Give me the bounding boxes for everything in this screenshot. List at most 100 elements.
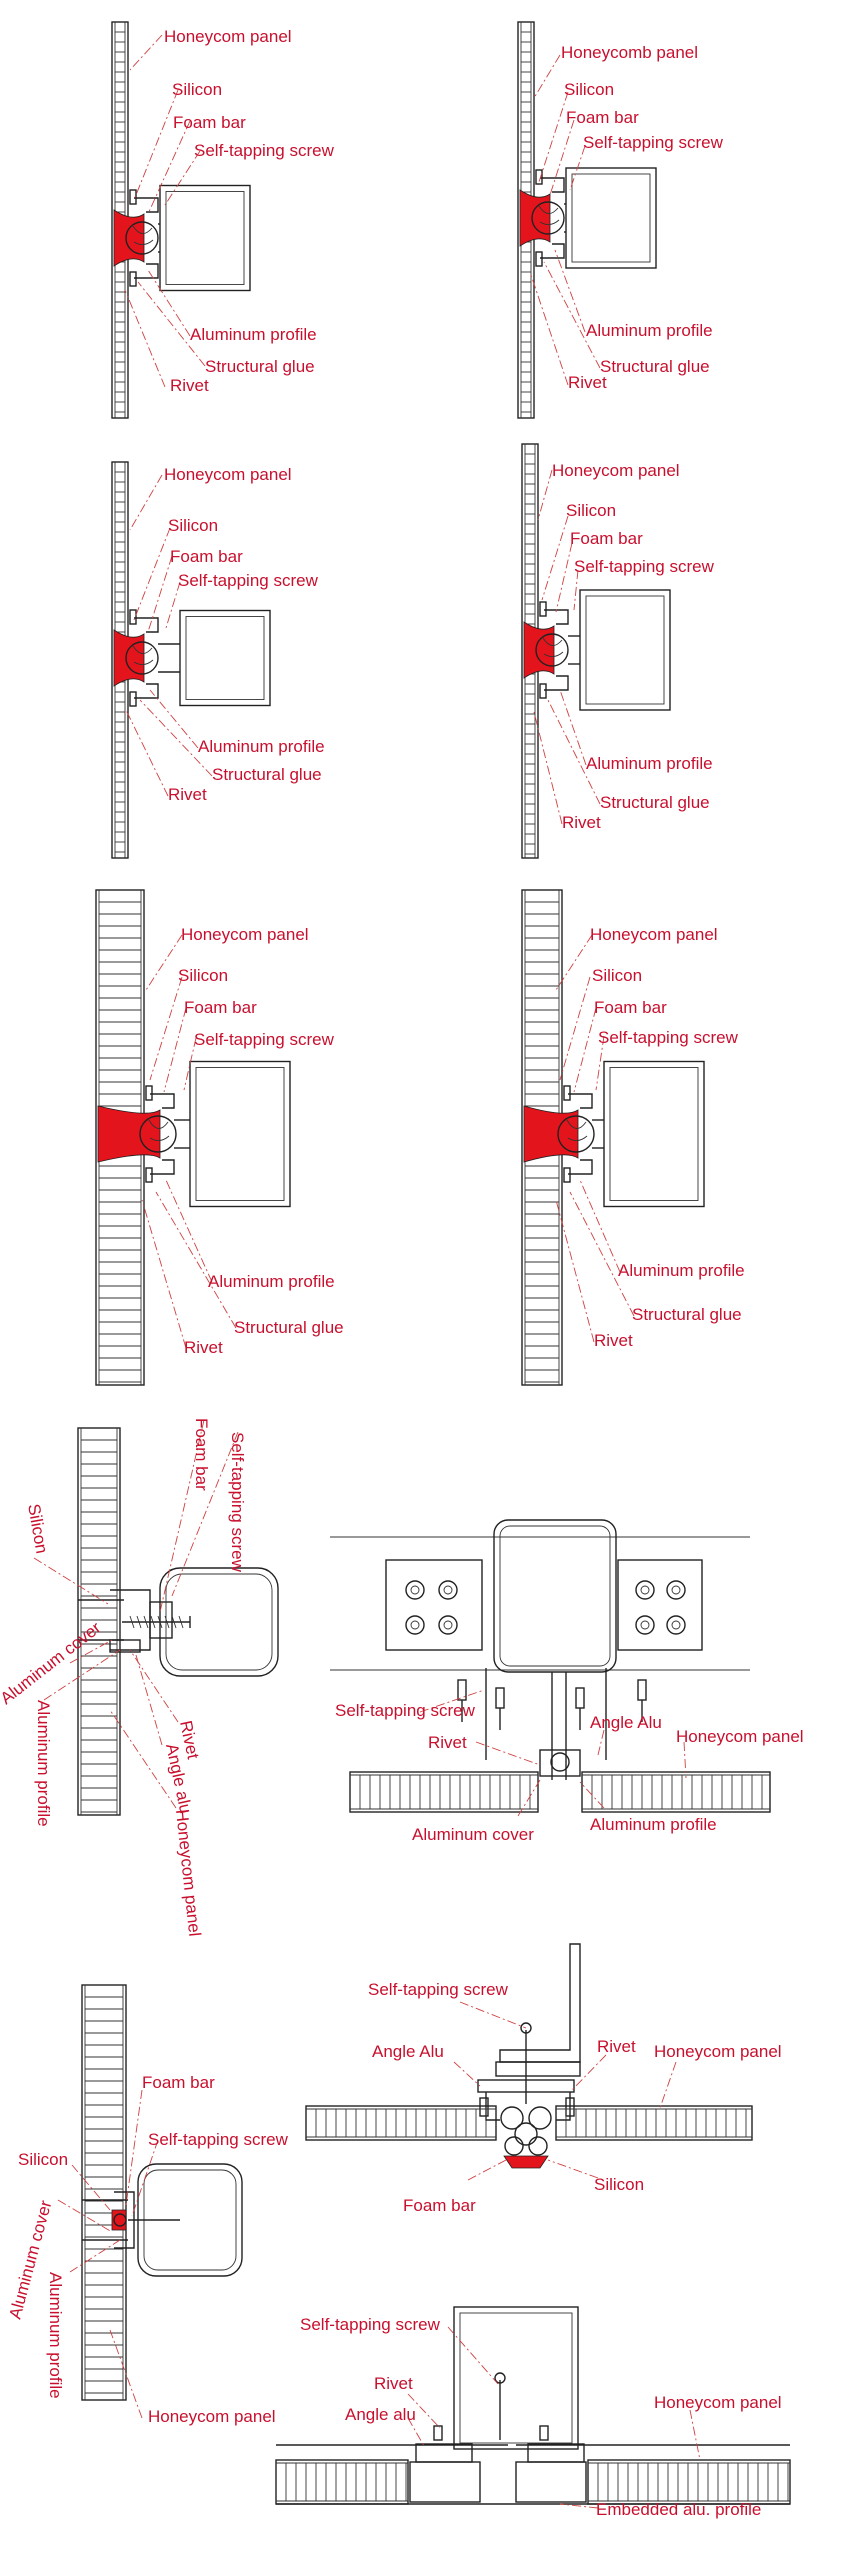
label-silicon: Silicon — [594, 2175, 644, 2194]
leader-line — [547, 699, 601, 805]
leader-line — [147, 555, 173, 633]
leader-line — [573, 569, 579, 611]
label-self-tapping-screw: Self-tapping screw — [574, 557, 715, 576]
steel-tube — [453, 2306, 579, 2450]
label-rivet: Rivet — [597, 2037, 636, 2056]
foam-bar-texture — [538, 205, 559, 214]
leader-line — [689, 2409, 701, 2461]
foam-bar — [113, 2213, 127, 2227]
label-angle-alu: Angle alu — [345, 2405, 416, 2424]
label-aluminum-profile: Aluminum profile — [208, 1272, 335, 1291]
bolt-head — [666, 1615, 686, 1635]
foam-bar-texture — [543, 651, 564, 657]
foam-bar-texture — [566, 1119, 587, 1129]
label-honeycom-panel: Honeycom panel — [181, 925, 309, 944]
aluminum-profile — [477, 2079, 575, 2093]
leader-line — [137, 281, 206, 367]
leader-line — [549, 119, 575, 196]
foam-bar-texture — [542, 637, 563, 646]
label-aluminum-cover: Aluminum cover — [412, 1825, 534, 1844]
label-foam-bar: Foam bar — [403, 2196, 476, 2215]
bolt-hole — [671, 1620, 681, 1630]
leader-line — [683, 1741, 687, 1779]
steel-tube — [565, 167, 657, 269]
label-silicon: Silicon — [564, 80, 614, 99]
foam-bar-texture — [567, 1135, 588, 1141]
leader-line — [573, 1007, 597, 1093]
label-honeycom-panel: Honeycom panel — [148, 2407, 276, 2426]
leader-line — [547, 2159, 599, 2179]
rivet — [145, 1167, 153, 1183]
label-self-tapping-screw: Self-tapping screw — [228, 1432, 247, 1573]
embedded-alu-profile — [409, 2461, 481, 2503]
screw-thread — [178, 1615, 184, 1629]
embedded-alu-profile — [515, 2461, 587, 2503]
leader-line — [147, 269, 191, 337]
steel-tube-inner — [571, 173, 651, 263]
foam-bar-texture — [148, 1119, 169, 1129]
leader-line — [139, 699, 213, 777]
label-structural-glue: Structural glue — [600, 357, 710, 376]
rivet — [129, 691, 137, 707]
honeycomb-panel-right — [581, 1771, 771, 1813]
rivet — [129, 271, 137, 287]
label-foam-bar: Foam bar — [184, 998, 257, 1017]
leader-line — [537, 91, 569, 186]
leader-line — [33, 1557, 109, 1605]
leader-line — [145, 934, 183, 991]
label-self-tapping-screw: Self-tapping screw — [335, 1701, 476, 1720]
leader-line — [125, 709, 169, 797]
label-aluminum-cover: Aluminum cover — [0, 1618, 105, 1708]
honeycomb-panel-left — [305, 2105, 497, 2141]
bolt-head — [405, 1580, 425, 1600]
label-silicon: Silicon — [168, 516, 218, 535]
label-structural-glue: Structural glue — [234, 1318, 344, 1337]
label-angle-alu-cap: Angle Alu — [590, 1713, 662, 1732]
leader-line — [555, 934, 593, 991]
rivet — [145, 1085, 153, 1101]
bolt-head — [405, 1615, 425, 1635]
label-rivet: Rivet — [568, 373, 607, 392]
steel-tube-inner — [195, 1067, 285, 1201]
label-honeycom-panel: Honeycom panel — [654, 2393, 782, 2412]
steel-tube-inner — [165, 191, 245, 285]
foam-bar — [125, 221, 159, 255]
screw-thread — [164, 1615, 170, 1629]
aluminum-profile — [149, 1601, 173, 1639]
label-angle-alu-cap: Angle Alu — [372, 2042, 444, 2061]
label-rivet: Rivet — [374, 2374, 413, 2393]
aluminum-profile — [568, 1093, 593, 1109]
foam-bar — [528, 2136, 548, 2156]
rivet — [129, 189, 137, 205]
foam-bar-texture — [539, 219, 560, 225]
leader-line — [133, 89, 179, 201]
screw-head — [494, 2372, 506, 2384]
label-structural-glue: Structural glue — [632, 1305, 742, 1324]
leader-line — [129, 1649, 179, 1723]
label-self-tapping-screw: Self-tapping screw — [194, 141, 335, 160]
screw-head — [520, 2022, 532, 2034]
silicon-sealant — [113, 209, 145, 267]
screw-thread — [129, 1615, 135, 1629]
silicon-sealant — [523, 1105, 579, 1163]
rivet — [565, 2097, 575, 2117]
label-silicon: Silicon — [18, 2150, 68, 2169]
bracket-plate-right — [617, 1559, 703, 1651]
steel-tube — [493, 1519, 617, 1673]
label-self-tapping-screw: Self-tapping screw — [194, 1030, 335, 1049]
angle-alu — [527, 2443, 585, 2463]
aluminum-profile — [150, 1159, 175, 1175]
leader-line — [109, 2329, 143, 2419]
steel-tube-inner — [499, 1525, 611, 1667]
foam-bar-texture — [133, 659, 154, 665]
leader-line — [155, 1191, 237, 1329]
leader-line — [475, 1741, 541, 1766]
leader-line — [559, 2503, 599, 2509]
steel-tube — [159, 184, 251, 292]
foam-bar — [139, 1115, 177, 1153]
leader-line — [159, 1419, 205, 1613]
leader-line — [597, 1729, 605, 1756]
bolt-head — [438, 1615, 458, 1635]
label-self-tapping-screw: Self-tapping screw — [598, 1028, 739, 1047]
